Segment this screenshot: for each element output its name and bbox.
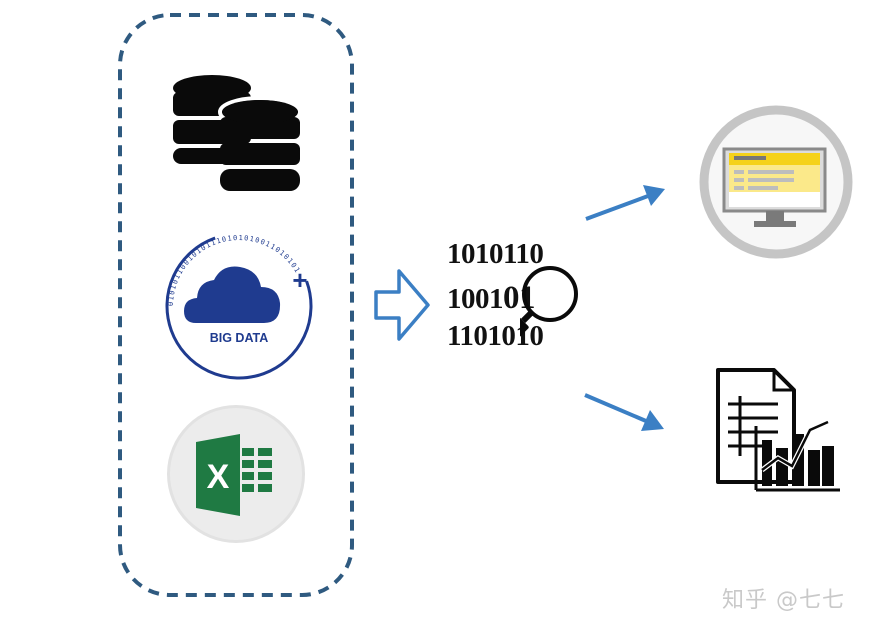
watermark: 知乎 @七七 <box>722 588 845 613</box>
database-icon <box>173 75 302 191</box>
binary-line-2: 100101 <box>447 282 536 315</box>
excel-letter: X <box>207 458 230 496</box>
big-data-label: BIG DATA <box>210 331 269 345</box>
binary-line-1: 1010110 <box>447 238 544 270</box>
output-arrow-down <box>584 393 664 431</box>
output-arrow-up <box>585 185 665 221</box>
excel-icon: X <box>167 405 305 543</box>
sources-dashed-container <box>118 13 354 597</box>
binary-line-2-prefix: 1001 <box>447 283 504 315</box>
big-data-cloud-icon: 01010110010101110101010011010101 BIG DAT… <box>165 232 313 380</box>
report-chart-icon <box>716 368 840 492</box>
monitor-dashboard-icon <box>699 105 853 259</box>
big-data-plus: + <box>292 265 307 295</box>
magnifier-icon <box>520 266 578 347</box>
process-arrow <box>374 269 430 341</box>
